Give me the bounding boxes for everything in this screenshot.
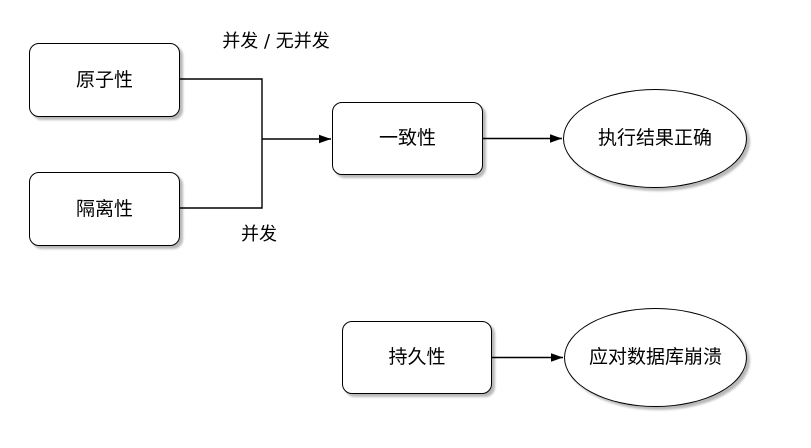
- node-consistency-label: 一致性: [378, 127, 436, 149]
- node-execution-result-label: 执行结果正确: [597, 127, 712, 149]
- node-isolation-label: 隔离性: [75, 197, 133, 220]
- node-execution-result: 执行结果正确: [563, 89, 747, 188]
- node-atomicity: 原子性: [29, 43, 180, 117]
- node-isolation: 隔离性: [29, 172, 180, 246]
- edge-label-concurrent: 并发: [241, 224, 277, 245]
- node-durability: 持久性: [342, 321, 492, 394]
- node-durability-label: 持久性: [388, 346, 446, 368]
- edge-label-concurrent-or-not: 并发 / 无并发: [222, 31, 330, 52]
- edge-atomicity-isolation-merge: [180, 78, 263, 209]
- node-crash-recovery-label: 应对数据库崩溃: [588, 346, 722, 368]
- node-crash-recovery: 应对数据库崩溃: [564, 308, 747, 407]
- node-consistency: 一致性: [332, 102, 483, 175]
- node-atomicity-label: 原子性: [75, 68, 133, 91]
